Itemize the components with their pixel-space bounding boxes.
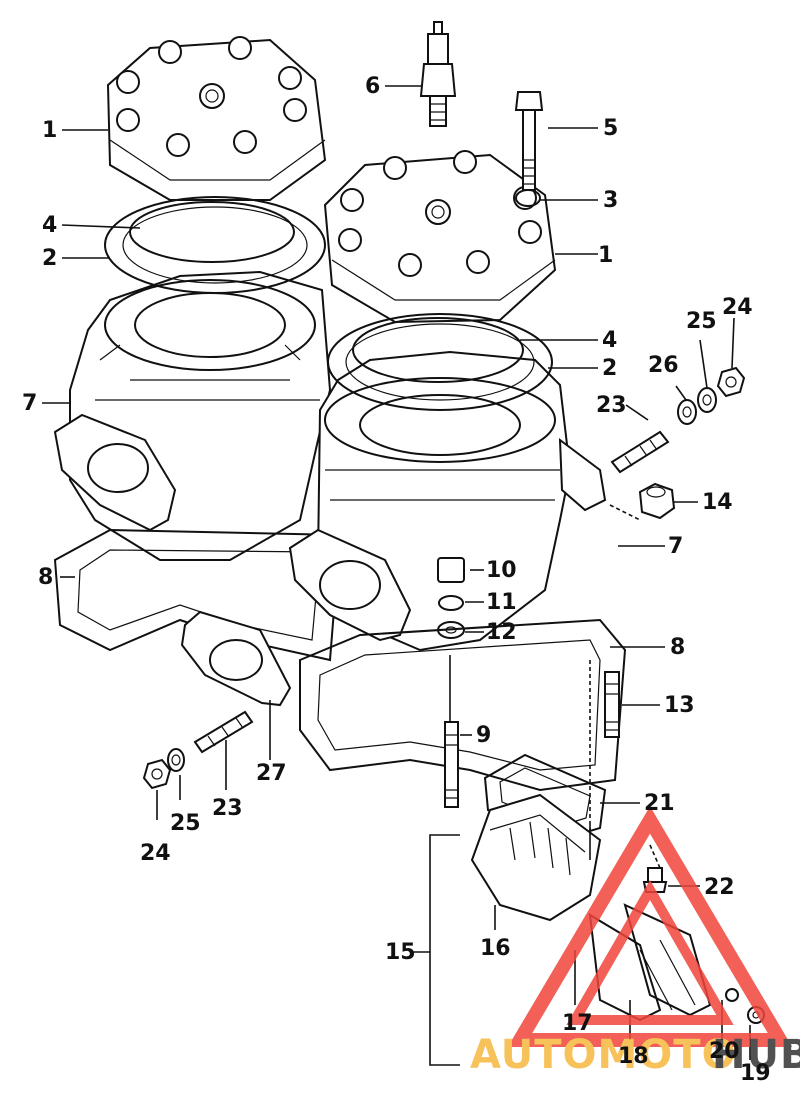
callout-18: 18 <box>618 1044 649 1069</box>
front-head-gasket <box>327 313 553 411</box>
stud-right <box>610 430 670 474</box>
callout-20: 20 <box>709 1039 740 1064</box>
callout-4: 4 <box>602 328 617 353</box>
callout-11: 11 <box>486 590 517 615</box>
callout-16: 16 <box>480 936 511 961</box>
washers-nuts-left <box>142 748 185 790</box>
callout-23: 23 <box>212 796 243 821</box>
callout-26: 26 <box>648 353 679 378</box>
callout-25: 25 <box>686 309 717 334</box>
intake-gasket <box>180 610 292 707</box>
callout-23: 23 <box>596 393 627 418</box>
callout-2: 2 <box>42 246 57 271</box>
watermark-text-main: AUTOMOTO <box>470 1032 737 1078</box>
callout-5: 5 <box>603 116 618 141</box>
callout-7: 7 <box>22 391 37 416</box>
callout-22: 22 <box>704 875 735 900</box>
callout-1: 1 <box>42 118 57 143</box>
washers-nuts-right <box>677 366 746 425</box>
watermark-text-hub: HUB <box>712 1032 800 1078</box>
callout-14: 14 <box>702 490 733 515</box>
callout-15: 15 <box>385 940 416 965</box>
watermark-logo: AUTOMOTO HUB <box>470 806 800 1078</box>
callout-8: 8 <box>670 635 685 660</box>
callout-24: 24 <box>140 841 171 866</box>
rear-head-gasket <box>104 196 326 294</box>
callout-9: 9 <box>476 723 491 748</box>
callout-12: 12 <box>486 620 517 645</box>
washer-3 <box>515 189 541 207</box>
stud-13 <box>604 671 620 738</box>
callout-21: 21 <box>644 791 675 816</box>
rear-cylinder-head <box>106 36 327 201</box>
rear-cylinder <box>53 270 332 561</box>
callout-labels: 1 1 2 2 3 4 4 5 6 7 7 8 8 9 10 11 12 13 … <box>22 74 771 1086</box>
spark-plug <box>419 21 457 127</box>
callout-7: 7 <box>668 534 683 559</box>
callout-4: 4 <box>42 213 57 238</box>
callout-2: 2 <box>602 356 617 381</box>
reed-valve-block <box>470 793 602 922</box>
callout-6: 6 <box>365 74 380 99</box>
callout-25: 25 <box>170 811 201 836</box>
callout-17: 17 <box>562 1011 593 1036</box>
callout-1: 1 <box>598 243 613 268</box>
front-cylinder <box>288 350 607 652</box>
stud-9 <box>444 721 459 808</box>
callout-24: 24 <box>722 295 753 320</box>
front-base-gasket <box>299 618 627 792</box>
bolt-10-washers <box>437 557 465 639</box>
reed-gasket <box>483 753 607 842</box>
callout-10: 10 <box>486 558 517 583</box>
callout-3: 3 <box>603 188 618 213</box>
callout-8: 8 <box>38 565 53 590</box>
callout-27: 27 <box>256 761 287 786</box>
stud-left <box>193 710 254 754</box>
callout-13: 13 <box>664 693 695 718</box>
head-bolt <box>514 91 544 191</box>
nut-14 <box>638 482 676 520</box>
callout-19: 19 <box>740 1061 771 1086</box>
front-cylinder-head <box>323 150 557 324</box>
